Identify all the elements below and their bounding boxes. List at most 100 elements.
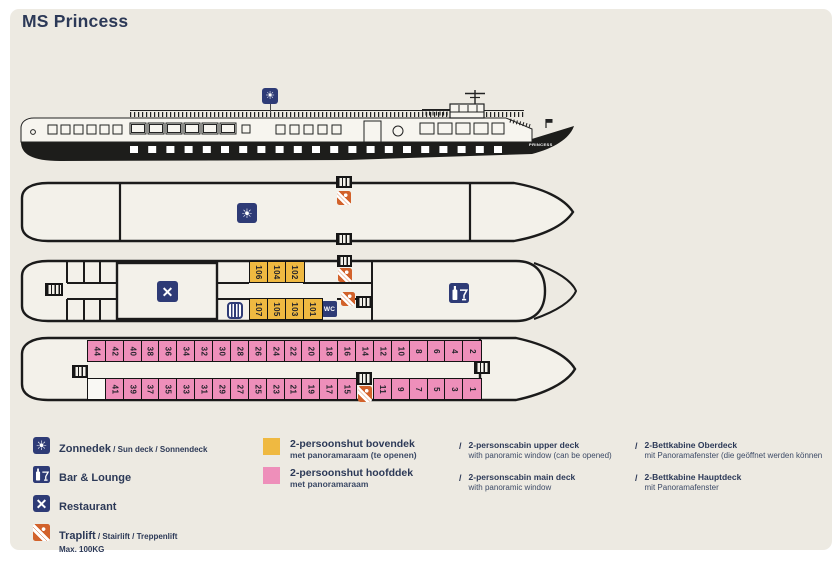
cabin-4: 4 <box>444 340 464 362</box>
cabin-number: 41 <box>110 384 120 394</box>
legend-facility-row: ☀ Zonnedek / Sun deck / Sonnendeck <box>33 437 207 457</box>
cabin-number: 6 <box>431 348 441 354</box>
cabin-2: 2 <box>462 340 482 362</box>
cabin-number: 35 <box>163 384 173 394</box>
cabin-type-detail: mit Panoramafenster (die geöffnet werden… <box>644 451 823 460</box>
cabin-number: 28 <box>235 346 245 356</box>
cabin-number: 8 <box>413 348 423 354</box>
cabin-number: 11 <box>378 384 388 394</box>
legend-facility-label: Zonnedek / Sun deck / Sonnendeck <box>59 437 207 457</box>
slash-separator: / <box>459 441 462 451</box>
facility-translations: / Sun deck / Sonnendeck <box>110 445 208 454</box>
cabin-7: 7 <box>408 378 429 400</box>
ship-profile-illustration: PRINCESS <box>20 90 574 161</box>
restaurant-icon: ✕ <box>157 281 178 302</box>
sun-deck-icon: ☀ <box>262 88 278 104</box>
upper-deck-plan <box>20 259 578 323</box>
restaurant-icon: ✕ <box>33 495 50 512</box>
sun-deck-icon: ☀ <box>237 203 257 223</box>
legend-facility-label: Restaurant <box>59 495 116 515</box>
cabin-type-detail: with panoramic window (can be opened) <box>468 451 612 460</box>
cabin-number: 17 <box>324 384 334 394</box>
cabin-102: 102 <box>285 261 305 283</box>
cabin-number: 9 <box>395 386 405 392</box>
cabin-19: 19 <box>301 378 321 400</box>
cabin-105: 105 <box>267 298 287 320</box>
cabin-type-detail: met panoramaraam <box>290 479 369 489</box>
cabin-15: 15 <box>337 378 357 400</box>
cabin-36: 36 <box>158 340 178 362</box>
slash-separator: / <box>459 473 462 483</box>
cabin-number: 1 <box>467 386 477 392</box>
cabin-type-detail: met panoramaraam (te openen) <box>290 450 417 460</box>
cabin-17: 17 <box>319 378 339 400</box>
cabin-104: 104 <box>267 261 287 283</box>
bar-lounge-icon <box>449 283 469 303</box>
facility-name: Bar & Lounge <box>59 472 132 484</box>
cabin-number: 15 <box>342 384 352 394</box>
cabin-23: 23 <box>265 378 286 400</box>
cabin-type-detail: mit Panoramafenster <box>644 483 719 492</box>
cabin-44: 44 <box>87 340 107 362</box>
legend-facility-label: Bar & Lounge <box>59 466 131 486</box>
stairlift-icon <box>358 386 372 402</box>
page-title: MS Princess <box>22 11 129 31</box>
cabin-number: 38 <box>145 346 155 356</box>
cabin-type-name: 2-Bettkabine Hauptdeck <box>644 472 742 482</box>
cabin-33: 33 <box>176 378 196 400</box>
cabin-27: 27 <box>229 378 250 400</box>
cabin-number: 102 <box>290 264 300 280</box>
facility-translations: / Stairlift / Treppenlift <box>95 532 178 541</box>
legend-facility-row: ✕ Restaurant <box>33 495 207 515</box>
cabin-number: 106 <box>254 264 264 280</box>
cabin-type-name: 2-Bettkabine Oberdeck <box>644 440 738 450</box>
stairs-icon <box>356 296 372 308</box>
cabin-6: 6 <box>426 340 446 362</box>
cabin-38: 38 <box>140 340 160 362</box>
cabin-8: 8 <box>408 340 429 362</box>
stairlift-icon <box>341 292 355 306</box>
cabin-22: 22 <box>283 340 303 362</box>
cabin-number: 107 <box>254 301 264 317</box>
cabin-number: 31 <box>199 384 209 394</box>
stairs-icon <box>337 255 352 267</box>
stairlift-icon <box>337 191 351 205</box>
cabin-number: 19 <box>306 384 316 394</box>
cabin-number: 36 <box>163 346 173 356</box>
cabin-28: 28 <box>229 340 250 362</box>
cabin-number: 23 <box>270 384 280 394</box>
cabin-number: 104 <box>272 264 282 280</box>
cabin-11: 11 <box>372 378 393 400</box>
cabin-14: 14 <box>355 340 375 362</box>
cabin-number: 27 <box>235 384 245 394</box>
cabin-9: 9 <box>390 378 411 400</box>
cabin-number: 3 <box>449 386 459 392</box>
cabin-35: 35 <box>158 378 178 400</box>
sun-deck-plan <box>20 181 575 243</box>
cabin-number: 37 <box>145 384 155 394</box>
cabin-number: 29 <box>217 384 227 394</box>
cabin-20: 20 <box>301 340 321 362</box>
sun-icon: ☀ <box>33 437 50 454</box>
cabin-41: 41 <box>104 378 125 400</box>
cabin-number: 16 <box>342 346 352 356</box>
cabin-number: 4 <box>449 348 459 354</box>
cabin-number: 22 <box>288 346 298 356</box>
stairs-icon <box>336 233 352 245</box>
cabin-number: 42 <box>110 346 120 356</box>
cabin-16: 16 <box>337 340 357 362</box>
cabin-number: 103 <box>290 301 300 317</box>
cabin-1: 1 <box>462 378 482 400</box>
cabin-number: 44 <box>92 346 102 356</box>
cabin-number: 18 <box>324 346 334 356</box>
stairs-icon <box>336 176 352 188</box>
